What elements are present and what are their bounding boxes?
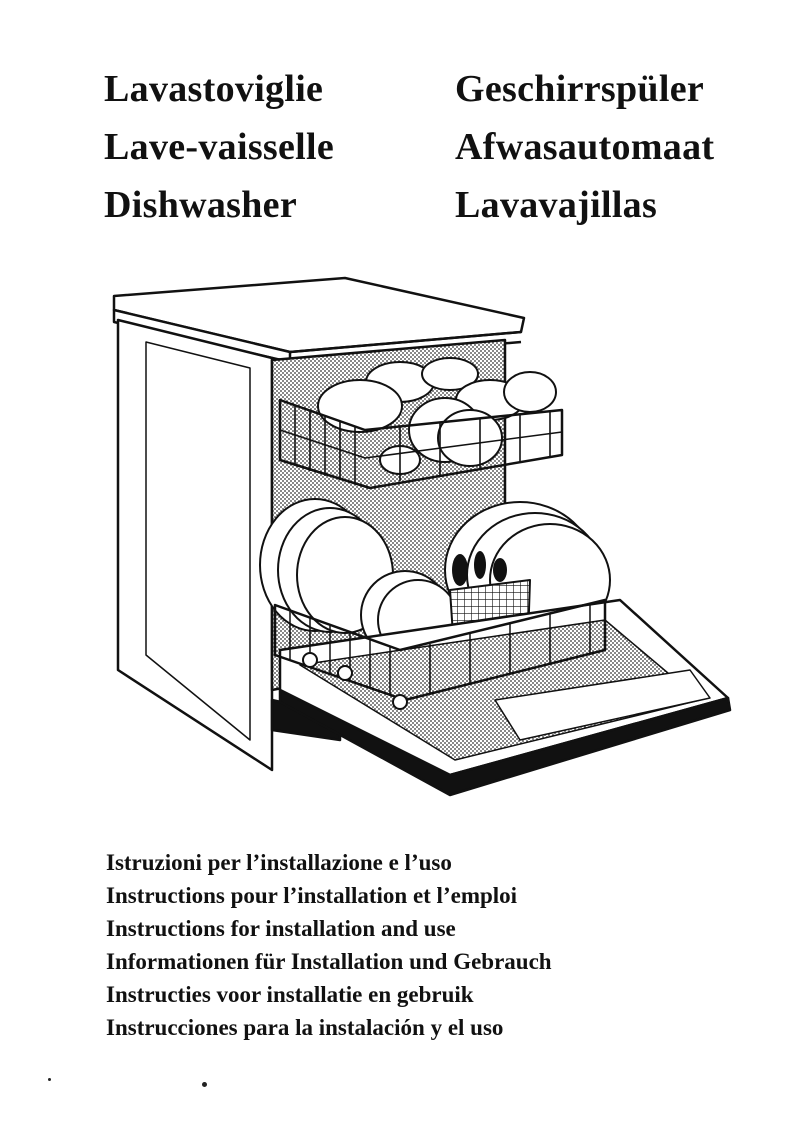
- instructions-spanish: Instrucciones para la instalación y el u…: [106, 1015, 504, 1040]
- title-spanish: Lavavajillas: [455, 184, 658, 226]
- title-french: Lave-vaisselle: [104, 126, 335, 168]
- print-speck: [48, 1078, 51, 1081]
- instructions-german: Informationen für Installation und Gebra…: [106, 949, 552, 974]
- print-speck: [202, 1082, 207, 1087]
- instructions-english: Instructions for installation and use: [106, 916, 456, 941]
- instructions-list: Istruzioni per l’installazione e l’uso I…: [106, 846, 552, 1044]
- instructions-dutch: Instructies voor installatie en gebruik: [106, 982, 474, 1007]
- title-dutch: Afwasautomaat: [455, 126, 715, 168]
- title-italian: Lavastoviglie: [104, 68, 324, 110]
- instructions-french: Instructions pour l’installation et l’em…: [106, 883, 518, 908]
- dishwasher-illustration: [112, 276, 732, 797]
- instructions-italian: Istruzioni per l’installazione e l’uso: [106, 850, 452, 875]
- title-german: Geschirrspüler: [455, 68, 705, 110]
- title-english: Dishwasher: [104, 184, 298, 226]
